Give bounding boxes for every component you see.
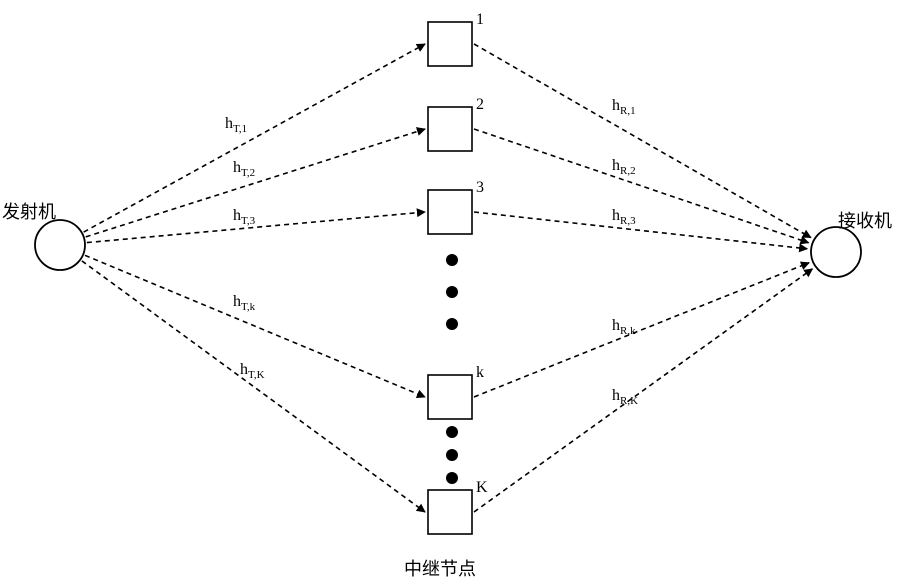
channel-label-t-K-base: h — [240, 361, 248, 378]
channel-label-t-2: hT,2 — [233, 159, 255, 179]
channel-label-r-3-base: h — [612, 207, 620, 224]
receiver-node — [811, 227, 861, 277]
channel-label-r-1-base: h — [612, 97, 620, 114]
channel-label-r-K: hR,K — [612, 387, 638, 407]
channel-label-t-1-base: h — [225, 115, 233, 132]
relay-node-K — [428, 490, 472, 534]
channel-label-r-2-subscript: R,2 — [620, 165, 636, 177]
relay-id-label: K — [476, 479, 488, 496]
channel-label-r-k: hR,k — [612, 317, 636, 337]
relay-id-label: 1 — [476, 11, 484, 28]
receiver-label: 接收机 — [838, 211, 892, 231]
channel-label-t-1: hT,1 — [225, 115, 247, 135]
relay-id-label: 2 — [476, 96, 484, 113]
channel-label-t-3-subscript: T,3 — [241, 215, 256, 227]
relay-id-label: k — [476, 364, 484, 381]
channel-label-t-k-subscript: T,k — [241, 301, 256, 313]
channel-label-t-K-subscript: T,K — [248, 369, 265, 381]
channel-label-r-3-subscript: R,3 — [620, 215, 636, 227]
link-tx-to-relay-3 — [87, 212, 425, 243]
relay-node-2 — [428, 107, 472, 151]
channel-label-r-1-subscript: R,1 — [620, 105, 636, 117]
relay-nodes: 1 2 3 kK — [428, 11, 488, 534]
link-tx-to-relay-1 — [84, 44, 425, 232]
link-relay-K-to-rx — [474, 269, 812, 512]
link-relay-2-to-rx — [474, 129, 809, 243]
link-relay-1-to-rx — [474, 44, 811, 238]
link-tx-to-relay-K — [82, 261, 425, 512]
channel-label-t-K: hT,K — [240, 361, 265, 381]
channel-label-r-k-subscript: R,k — [620, 325, 636, 337]
ellipsis-dot — [446, 286, 458, 298]
relay-node-1 — [428, 22, 472, 66]
channel-label-t-k-base: h — [233, 293, 241, 310]
channel-label-t-3-base: h — [233, 207, 241, 224]
ellipsis-dot — [446, 426, 458, 438]
ellipsis-dot — [446, 318, 458, 330]
channel-label-t-2-subscript: T,2 — [241, 167, 255, 179]
relay-node-k — [428, 375, 472, 419]
transmitter-node — [35, 220, 85, 270]
channel-label-t-2-base: h — [233, 159, 241, 176]
channel-label-r-K-base: h — [612, 387, 620, 404]
channel-label-r-1: hR,1 — [612, 97, 636, 117]
channel-label-r-2-base: h — [612, 157, 620, 174]
channel-label-r-3: hR,3 — [612, 207, 636, 227]
link-relay-3-to-rx — [474, 212, 807, 249]
relay-group-label: 中继节点 — [404, 559, 476, 579]
channel-label-r-K-subscript: R,K — [620, 395, 638, 407]
channel-label-t-1-subscript: T,1 — [233, 123, 247, 135]
transmitter-label: 发射机 — [2, 202, 56, 222]
link-relay-k-to-rx — [474, 263, 809, 397]
ellipsis-dot — [446, 449, 458, 461]
ellipsis-dot — [446, 254, 458, 266]
link-tx-to-relay-2 — [86, 129, 425, 237]
channel-label-r-2: hR,2 — [612, 157, 636, 177]
ellipsis-dot — [446, 472, 458, 484]
channel-label-t-3: hT,3 — [233, 207, 256, 227]
channel-label-t-k: hT,k — [233, 293, 256, 313]
relay-node-3 — [428, 190, 472, 234]
channel-label-r-k-base: h — [612, 317, 620, 334]
relay-id-label: 3 — [476, 179, 484, 196]
